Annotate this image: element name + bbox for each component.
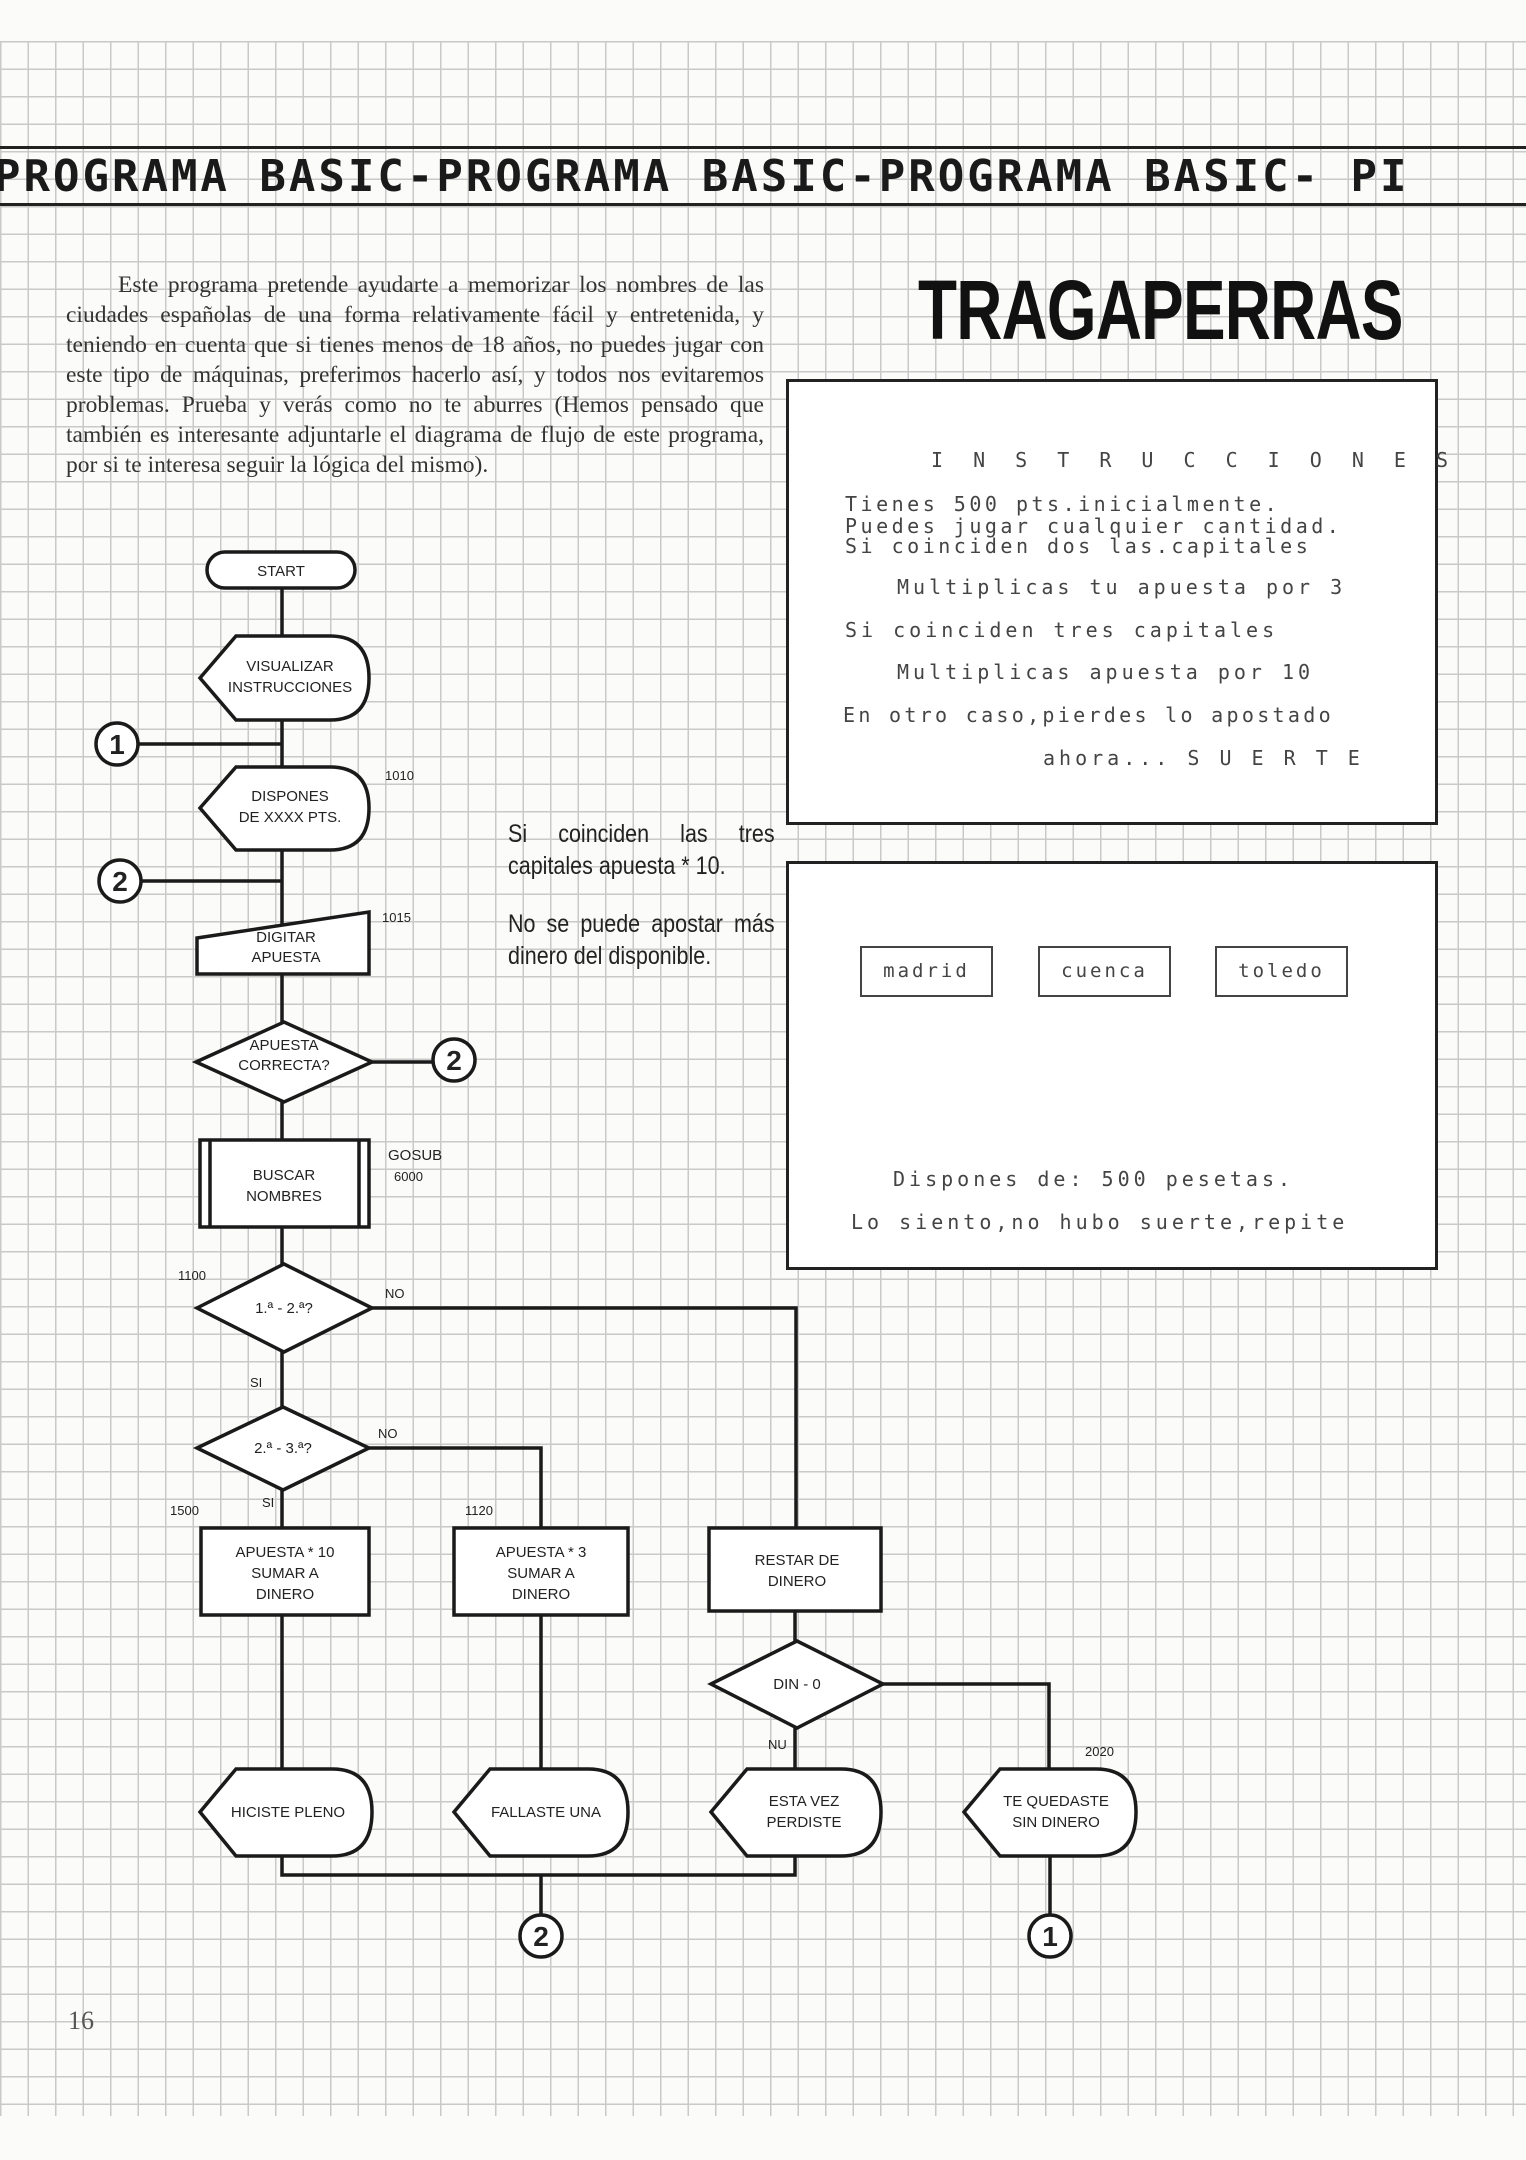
screen-line: En otro caso,pierdes lo apostado (843, 703, 1334, 727)
process-buscar-nombres: BUSCAR NOMBRES (198, 1138, 371, 1229)
header-band-text: PROGRAMA BASIC-PROGRAMA BASIC-PROGRAMA B… (0, 151, 1410, 202)
process-apuesta-3: APUESTA * 3 SUMAR A DINERO (452, 1526, 630, 1617)
svg-text:2: 2 (446, 1045, 462, 1076)
svg-text:BUSCAR: BUSCAR (253, 1167, 316, 1184)
svg-text:DIN - 0: DIN - 0 (773, 1676, 821, 1693)
note-paragraph: No se puede apostar más dinero del dispo… (508, 910, 775, 970)
svg-text:APUESTA * 10: APUESTA * 10 (236, 1544, 335, 1561)
svg-text:START: START (257, 563, 305, 580)
svg-text:INSTRUCCIONES: INSTRUCCIONES (228, 679, 352, 696)
svg-text:SUMAR A: SUMAR A (251, 1565, 319, 1582)
svg-text:VISUALIZAR: VISUALIZAR (246, 658, 334, 675)
decision-apuesta-correcta: APUESTA CORRECTA? (191, 1020, 377, 1104)
process-restar-dinero: RESTAR DE DINERO (707, 1526, 883, 1613)
svg-text:FALLASTE UNA: FALLASTE UNA (491, 1804, 601, 1821)
header-band: PROGRAMA BASIC-PROGRAMA BASIC-PROGRAMA B… (0, 146, 1526, 206)
connector-1-entry: 1 (94, 721, 140, 767)
svg-text:SI: SI (250, 1375, 262, 1390)
svg-text:APUESTA: APUESTA (250, 1037, 319, 1054)
svg-text:DINERO: DINERO (256, 1586, 314, 1603)
result-message: Lo siento,no hubo suerte,repite (851, 1210, 1349, 1234)
display-te-quedaste-sin-dinero: TE QUEDASTE SIN DINERO (961, 1767, 1138, 1858)
screen-line: Si coinciden tres capitales (845, 618, 1279, 642)
decision-2-3: 2.ª - 3.ª? (192, 1405, 374, 1492)
display-hiciste-pleno: HICISTE PLENO (197, 1767, 374, 1858)
display-fallaste-una: FALLASTE UNA (451, 1767, 630, 1858)
svg-text:6000: 6000 (394, 1169, 423, 1184)
display-esta-vez-perdiste: ESTA VEZ PERDISTE (708, 1767, 883, 1858)
svg-text:DINERO: DINERO (768, 1573, 826, 1590)
svg-text:2.ª - 3.ª?: 2.ª - 3.ª? (254, 1440, 312, 1457)
svg-text:2: 2 (112, 866, 128, 897)
page-title: TRAGAPERRAS (918, 263, 1403, 357)
svg-text:1: 1 (1042, 1921, 1058, 1952)
svg-text:DE XXXX PTS.: DE XXXX PTS. (239, 809, 342, 826)
svg-text:1: 1 (109, 729, 125, 760)
svg-text:PERDISTE: PERDISTE (766, 1814, 841, 1831)
input-digitar-apuesta: DIGITAR APUESTA (195, 909, 371, 976)
display-dispones: DISPONES DE XXXX PTS. (197, 765, 371, 852)
svg-text:NU: NU (768, 1737, 787, 1752)
screen-line: Multiplicas apuesta por 10 (897, 660, 1315, 684)
svg-text:1120: 1120 (465, 1503, 493, 1518)
reel-city-3: toledo (1215, 946, 1348, 997)
svg-text:2020: 2020 (1085, 1744, 1114, 1759)
svg-text:2: 2 (533, 1921, 549, 1952)
svg-text:ESTA VEZ: ESTA VEZ (769, 1793, 840, 1810)
screen-line: Puedes jugar cualquier cantidad. (845, 514, 1343, 538)
svg-text:1500: 1500 (170, 1503, 199, 1518)
svg-text:CORRECTA?: CORRECTA? (238, 1057, 329, 1074)
game-screen: madrid cuenca toledo Dispones de: 500 pe… (786, 861, 1438, 1270)
page-number: 16 (68, 2006, 94, 2035)
svg-text:APUESTA: APUESTA (252, 949, 321, 966)
reel-city-1: madrid (860, 946, 993, 997)
reel-city-2: cuenca (1038, 946, 1171, 997)
intro-paragraph: Este programa pretende ayudarte a memori… (66, 272, 764, 478)
svg-text:SI: SI (262, 1495, 274, 1510)
screen-line: Multiplicas tu apuesta por 3 (897, 575, 1347, 599)
screen-line: Si coinciden dos las.capitales (845, 534, 1312, 558)
instructions-heading: I N S T R U C C I O N E S (931, 448, 1458, 472)
svg-text:HICISTE PLENO: HICISTE PLENO (231, 1804, 345, 1821)
svg-text:NO: NO (378, 1426, 398, 1441)
svg-text:SUMAR A: SUMAR A (507, 1565, 575, 1582)
svg-text:1010: 1010 (385, 768, 414, 783)
connector-1-bottom: 1 (1027, 1913, 1073, 1959)
svg-text:DINERO: DINERO (512, 1586, 570, 1603)
svg-text:TE QUEDASTE: TE QUEDASTE (1003, 1793, 1109, 1810)
decision-1-2: 1.ª - 2.ª? (193, 1262, 376, 1354)
svg-text:DIGITAR: DIGITAR (256, 929, 316, 946)
start-terminal: START (205, 550, 357, 590)
svg-text:SIN DINERO: SIN DINERO (1012, 1814, 1100, 1831)
side-note: Si coinciden las tres capitales apuesta … (508, 818, 775, 972)
connector-2-bottom: 2 (518, 1913, 564, 1959)
note-paragraph: Si coinciden las tres capitales apuesta … (508, 820, 775, 880)
svg-text:NOMBRES: NOMBRES (246, 1188, 322, 1205)
connector-2-entry: 2 (97, 858, 143, 904)
decision-din-0: DIN - 0 (707, 1639, 887, 1730)
screen-line: Tienes 500 pts.inicialmente. (845, 492, 1281, 516)
screen-line: ahora... S U E R T E (1043, 746, 1364, 770)
svg-text:1015: 1015 (382, 910, 411, 925)
instructions-screen: I N S T R U C C I O N E S Tienes 500 pts… (786, 379, 1448, 825)
connector-2-from-correcta: 2 (431, 1037, 477, 1083)
svg-text:1100: 1100 (178, 1268, 206, 1283)
svg-text:RESTAR DE: RESTAR DE (755, 1552, 840, 1569)
svg-text:APUESTA * 3: APUESTA * 3 (496, 1544, 587, 1561)
svg-text:DISPONES: DISPONES (251, 788, 329, 805)
svg-text:NO: NO (385, 1286, 405, 1301)
display-visualizar-instrucciones: VISUALIZAR INSTRUCCIONES (197, 634, 371, 722)
process-apuesta-10: APUESTA * 10 SUMAR A DINERO (199, 1526, 371, 1617)
svg-text:GOSUB: GOSUB (388, 1147, 442, 1164)
balance-text: Dispones de: 500 pesetas. (893, 1167, 1295, 1191)
svg-text:1.ª - 2.ª?: 1.ª - 2.ª? (255, 1300, 313, 1317)
